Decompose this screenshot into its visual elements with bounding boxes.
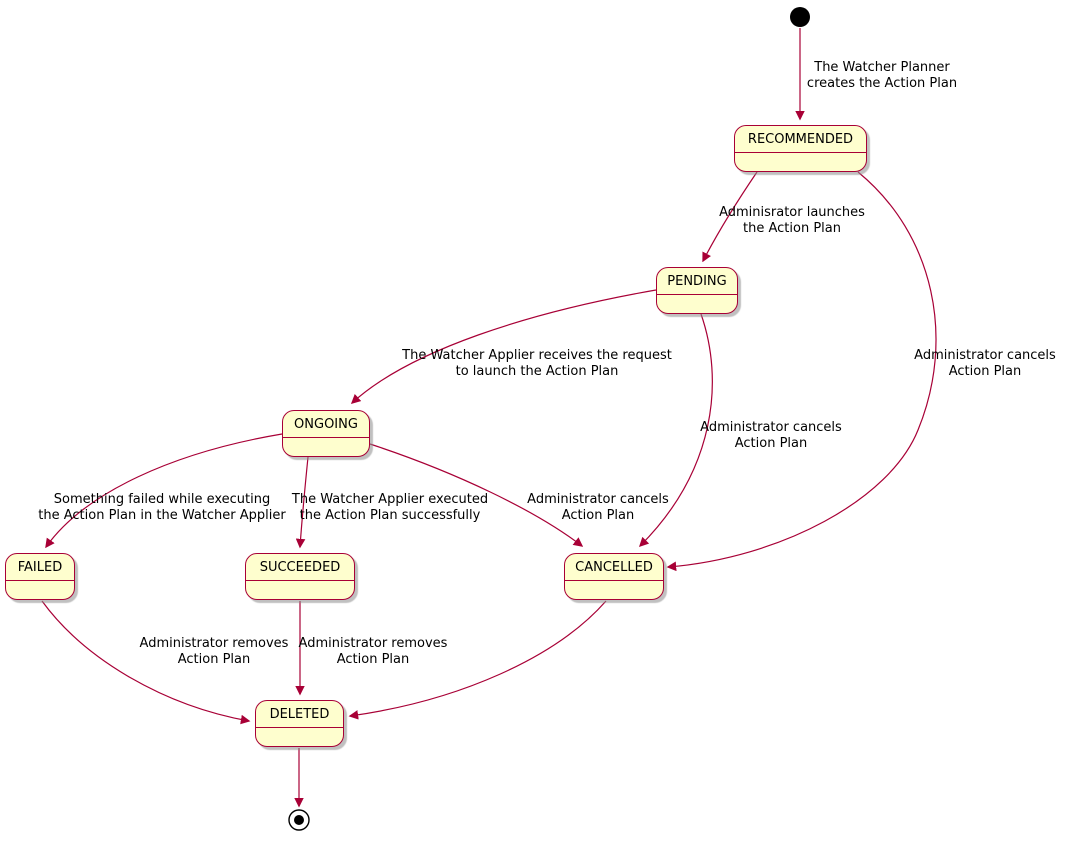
edge-label-line: Action Plan <box>734 436 808 451</box>
edge-label-line: Administrator removes <box>139 636 289 651</box>
state-pending-label: PENDING <box>657 268 737 295</box>
edge-label-line: to launch the Action Plan <box>455 364 619 379</box>
state-pending: PENDING <box>656 267 738 314</box>
edge-pending-to-cancelled <box>638 313 713 548</box>
edge-pending-to-ongoing <box>350 289 657 404</box>
state-cancelled-body <box>565 581 663 598</box>
edge-label-remove-from-failed: Administrator removes Action Plan <box>140 636 289 668</box>
state-deleted: DELETED <box>255 700 344 747</box>
edge-label-line: Action Plan <box>177 652 251 667</box>
edge-ongoing-to-succeeded <box>295 456 309 549</box>
state-succeeded-label: SUCCEEDED <box>246 554 354 581</box>
edge-label-applier-receives: The Watcher Applier receives the request… <box>402 348 672 380</box>
edge-label-line: Action Plan <box>336 652 410 667</box>
edge-label-remove-from-succeeded: Administrator removes Action Plan <box>299 636 448 668</box>
edge-label-line: The Watcher Applier executed <box>291 492 489 507</box>
state-recommended-body <box>735 153 866 170</box>
edge-recommended-to-cancelled <box>666 171 937 572</box>
state-pending-body <box>657 295 737 312</box>
state-cancelled: CANCELLED <box>564 553 664 600</box>
edge-label-something-failed: Something failed while executing the Act… <box>38 492 285 524</box>
edge-label-cancel-from-ongoing: Administrator cancels Action Plan <box>527 492 669 524</box>
edge-ongoing-to-failed <box>45 433 283 549</box>
edge-label-line: the Action Plan <box>743 221 841 236</box>
state-succeeded: SUCCEEDED <box>245 553 355 600</box>
edge-label-line: Adminisrator launches <box>719 205 865 220</box>
state-ongoing: ONGOING <box>282 410 370 457</box>
edge-label-line: Something failed while executing <box>53 492 271 507</box>
edge-label-line: The Watcher Applier receives the request <box>402 348 672 363</box>
state-failed-label: FAILED <box>6 554 74 581</box>
edge-label-line: Administrator cancels <box>527 492 669 507</box>
edge-label-admin-launches: Adminisrator launches the Action Plan <box>719 205 865 237</box>
state-succeeded-body <box>246 581 354 598</box>
edge-label-line: Action Plan <box>948 364 1022 379</box>
final-state-node-inner <box>294 815 304 825</box>
edge-label-line: creates the Action Plan <box>806 76 958 91</box>
edge-label-cancel-from-recommended: Administrator cancels Action Plan <box>914 348 1056 380</box>
edge-label-line: the Action Plan in the Watcher Applier <box>38 508 286 523</box>
edge-ongoing-to-cancelled <box>369 443 584 547</box>
state-recommended-label: RECOMMENDED <box>735 126 866 153</box>
edge-failed-to-deleted <box>41 600 251 725</box>
state-cancelled-label: CANCELLED <box>565 554 663 581</box>
edge-label-line: Administrator removes <box>298 636 448 651</box>
edge-label-line: Action Plan <box>561 508 635 523</box>
edge-cancelled-to-deleted <box>348 600 607 720</box>
edge-label-planner-creates: The Watcher Planner creates the Action P… <box>807 60 957 92</box>
edge-label-applier-executed: The Watcher Applier executed the Action … <box>292 492 488 524</box>
state-failed: FAILED <box>5 553 75 600</box>
edge-label-line: Administrator cancels <box>914 348 1056 363</box>
state-failed-body <box>6 581 74 598</box>
initial-state-node <box>790 7 810 27</box>
state-ongoing-body <box>283 438 369 455</box>
edge-recommended-to-pending <box>702 171 758 263</box>
state-ongoing-label: ONGOING <box>283 411 369 438</box>
edge-label-line: The Watcher Planner <box>814 60 950 75</box>
edge-label-line: the Action Plan successfully <box>299 508 481 523</box>
edge-label-cancel-from-pending: Administrator cancels Action Plan <box>700 420 842 452</box>
state-recommended: RECOMMENDED <box>734 125 867 172</box>
state-deleted-body <box>256 728 343 745</box>
state-deleted-label: DELETED <box>256 701 343 728</box>
edge-label-line: Administrator cancels <box>700 420 842 435</box>
